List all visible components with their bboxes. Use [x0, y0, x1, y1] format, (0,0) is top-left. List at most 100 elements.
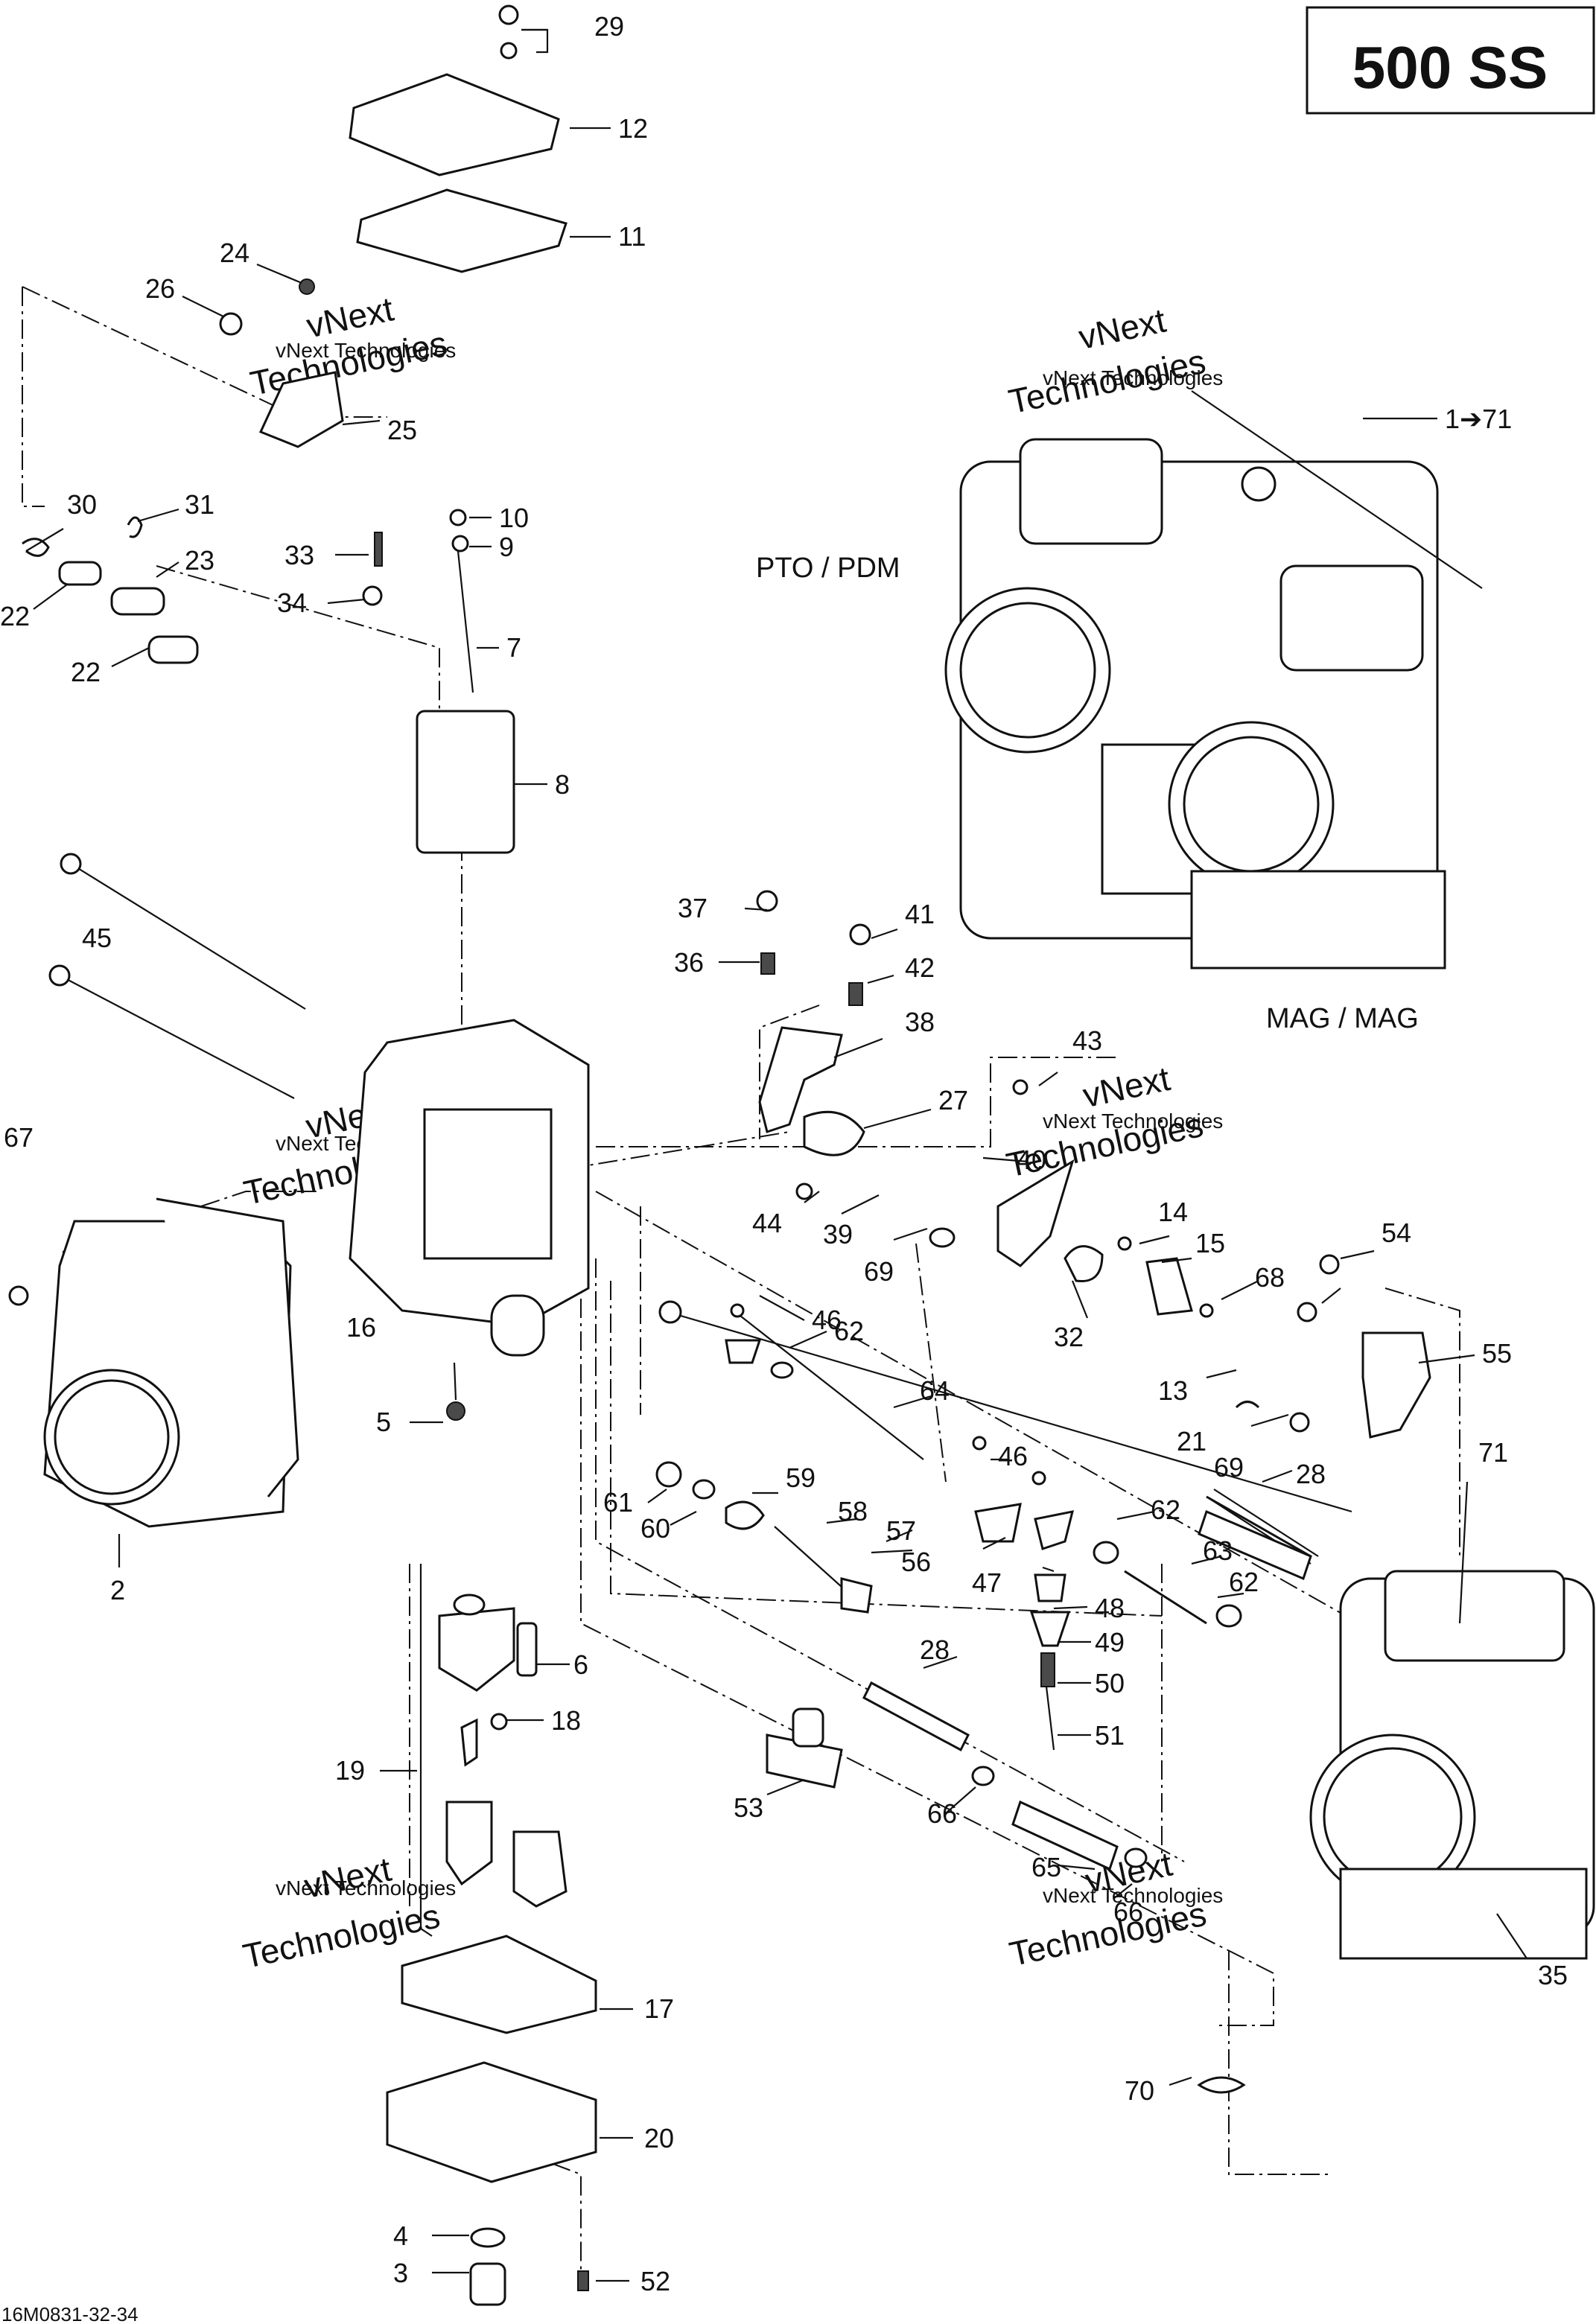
watermark-line1: vNext	[1079, 1059, 1173, 1115]
callout: 9	[499, 532, 514, 562]
callout: 19	[335, 1755, 365, 1786]
callout: 12	[618, 113, 648, 144]
mag-label: MAG / MAG	[1266, 1003, 1419, 1034]
callout: 49	[1095, 1627, 1125, 1658]
callout: 69	[864, 1256, 894, 1287]
callout: 71	[1478, 1437, 1508, 1468]
callout: 10	[499, 503, 529, 533]
callout: 50	[1095, 1668, 1125, 1699]
callout: 46	[998, 1441, 1028, 1471]
callout: 55	[1482, 1338, 1512, 1369]
callout: 29	[594, 11, 624, 42]
callout: 60	[640, 1513, 670, 1544]
callout: 8	[555, 769, 570, 800]
callout: 37	[678, 893, 708, 923]
callout: 66	[1113, 1897, 1143, 1927]
callout: 14	[1158, 1197, 1188, 1227]
callout: 26	[145, 273, 175, 304]
callout: 46	[812, 1305, 842, 1335]
callout: 70	[1125, 2075, 1154, 2106]
callout: 69	[1214, 1452, 1244, 1483]
callout: 64	[920, 1375, 950, 1406]
callout: 15	[1195, 1228, 1225, 1258]
callout: 6	[573, 1649, 588, 1680]
callout: 4	[393, 2220, 408, 2251]
watermark-small: vNext Technologies	[1043, 1110, 1223, 1133]
callout: 28	[1296, 1459, 1326, 1489]
callout: 54	[1382, 1217, 1411, 1248]
callout: 7	[506, 632, 521, 663]
pto-label: PTO / PDM	[756, 553, 900, 584]
callout: 24	[220, 238, 249, 268]
callout: 23	[185, 545, 214, 576]
callout: 40	[1017, 1145, 1046, 1175]
callout: 66	[927, 1798, 957, 1829]
callout-leaders	[25, 28, 1527, 2282]
callout: 5	[376, 1407, 391, 1437]
callout: 58	[838, 1496, 868, 1526]
callout: 20	[644, 2123, 674, 2153]
top-cover-parts	[349, 4, 567, 273]
callout: 27	[938, 1085, 968, 1115]
callout: 33	[284, 540, 314, 570]
callout: 31	[185, 489, 214, 520]
callout: 65	[1031, 1852, 1061, 1882]
callout: 51	[1095, 1720, 1125, 1751]
watermark-small: vNext Technologies	[276, 1876, 456, 1900]
callout: 22	[71, 657, 101, 687]
model-title: 500 SS	[1352, 34, 1548, 101]
callout: 45	[82, 923, 112, 953]
callout: 30	[67, 489, 97, 520]
callout: 38	[905, 1007, 935, 1037]
callout: 22	[0, 601, 30, 631]
callout: 67	[4, 1122, 34, 1153]
carburetor-assembly-drawing	[944, 438, 1446, 970]
callout: 34	[277, 588, 307, 618]
callout: 17	[644, 1993, 674, 2024]
linkage-parts	[655, 890, 1431, 1751]
carburetor-body-35-drawing	[1309, 1570, 1595, 1960]
callout: 2	[110, 1575, 125, 1605]
callout: 52	[640, 2266, 670, 2296]
callout: 56	[901, 1547, 931, 1577]
callout: 3	[393, 2258, 408, 2288]
callout: 63	[1203, 1535, 1233, 1566]
watermark-small: vNext Technologies	[1043, 366, 1223, 389]
carburetor-body-center	[349, 1019, 590, 1357]
watermark-small: vNext Technologies	[1043, 1884, 1223, 1907]
callout: 25	[387, 415, 417, 445]
intake-flange-parts	[8, 1197, 299, 1528]
callout: 62	[834, 1316, 864, 1346]
callout: 68	[1255, 1262, 1285, 1293]
callout: 59	[786, 1462, 816, 1493]
float-bowl-parts	[386, 1362, 597, 2306]
needle-slide-parts	[362, 509, 515, 854]
model-title-box: 500 SS	[1306, 6, 1595, 115]
callout: 43	[1072, 1025, 1102, 1056]
callout: 16	[346, 1312, 376, 1343]
callout: 57	[886, 1515, 916, 1546]
callout: 39	[823, 1219, 853, 1249]
callout: 61	[603, 1487, 633, 1518]
callout: 1➔71	[1445, 404, 1512, 434]
callout: 13	[1158, 1375, 1188, 1406]
tubes-parts	[766, 1495, 1312, 2094]
callout: 53	[734, 1792, 763, 1823]
figure-code: 16M0831-32-34	[1, 2303, 139, 2324]
callout: 35	[1538, 1960, 1568, 1990]
callout: 41	[905, 899, 935, 929]
callout: 11	[618, 221, 646, 252]
callout: 42	[905, 952, 935, 983]
callout: 36	[674, 947, 704, 978]
watermark-small: vNext Technologies	[276, 339, 456, 362]
callout: 47	[972, 1567, 1002, 1598]
callout: 62	[1229, 1567, 1259, 1597]
watermark-line1: vNext	[1075, 301, 1169, 357]
callout-numbers: 29 12 11 24 26 25 1➔71 30 31 23 22 22 10…	[0, 11, 1568, 2296]
callout: 28	[920, 1634, 950, 1665]
callout: 48	[1095, 1593, 1125, 1623]
callout: 44	[752, 1208, 782, 1238]
callout: 62	[1151, 1494, 1180, 1525]
through-bolts-45	[48, 853, 306, 1099]
